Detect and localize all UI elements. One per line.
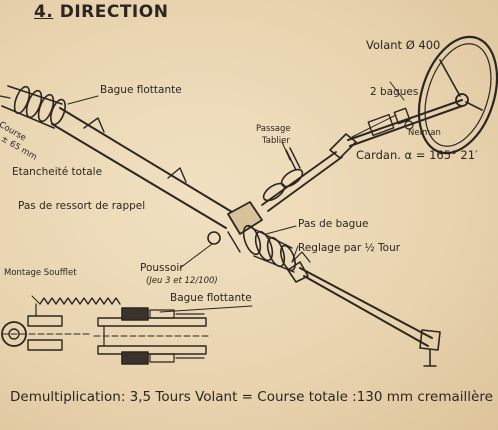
- label-passage-1: Passage: [256, 124, 291, 134]
- tie-rod: [287, 251, 441, 367]
- label-volant: Volant Ø 400: [366, 38, 441, 52]
- label-reglage: Reglage par ½ Tour: [298, 242, 401, 254]
- rack-tube: [51, 107, 233, 229]
- detail-bague-flottante: [93, 307, 211, 365]
- steering-wheel: [417, 35, 498, 155]
- label-neiman: Neiman: [408, 128, 441, 138]
- label-poussoir: Poussoir: [140, 262, 184, 274]
- label-montage-soufflet: Montage Soufflet: [4, 268, 77, 278]
- pinion-housing: [207, 201, 263, 253]
- intermediate-shaft: [261, 147, 343, 212]
- detail-montage-soufflet: [1, 295, 121, 351]
- label-pas-de-ressort: Pas de ressort de rappel: [18, 200, 146, 212]
- left-bellows: [0, 85, 66, 129]
- label-jeu: (Jeu 3 et 12/100): [146, 276, 218, 286]
- label-etancheite: Etancheité totale: [12, 166, 103, 178]
- page-title: 4. DIRECTION: [34, 2, 168, 22]
- label-pas-de-bague: Pas de bague: [298, 218, 369, 230]
- right-bellows: [242, 224, 296, 273]
- label-passage-2: Tablier: [262, 136, 290, 146]
- label-deux-bagues: 2 bagues: [370, 86, 419, 98]
- footer-caption: Demultiplication: 3,5 Tours Volant = Cou…: [10, 389, 493, 405]
- leader-lines: [67, 81, 405, 313]
- title-text: DIRECTION: [59, 2, 169, 22]
- label-bague-flottante: Bague flottante: [100, 84, 182, 96]
- label-bague-flottante-2: Bague flottante: [170, 292, 252, 304]
- title-number: 4.: [34, 2, 54, 22]
- label-cardan: Cardan. α = 165° 21′: [356, 148, 478, 162]
